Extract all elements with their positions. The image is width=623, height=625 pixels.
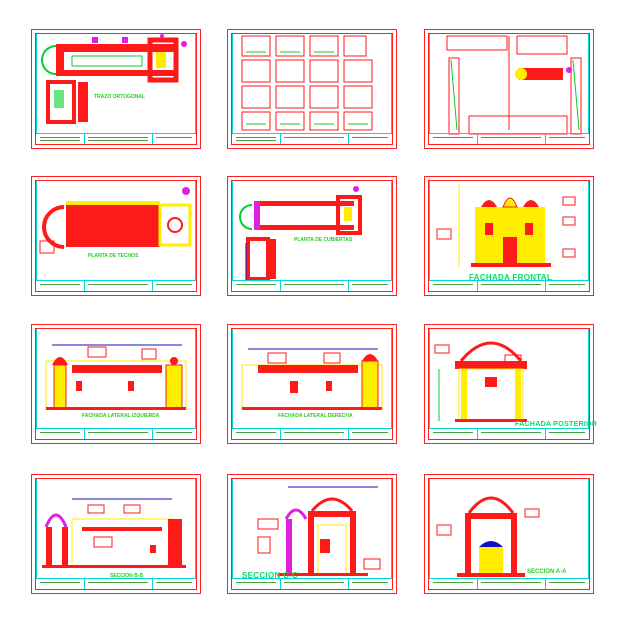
sheet-title: FACHADA LATERAL DERECHA [278,413,353,419]
sheet-border [35,33,197,145]
drawing-sheet-10[interactable]: SECCION B-B [31,474,201,594]
detail-grid-drawing [241,35,373,131]
title-block [36,428,196,439]
drawing-frame [232,181,392,281]
drawing-sheet-11[interactable]: SECCION C-C [227,474,397,594]
rear-facade-drawing [434,341,527,422]
sheet-border [231,33,393,145]
sheet-title: SECCION C-C [242,571,299,580]
drawing-frame [36,34,196,134]
drawing-sheet-4[interactable]: PLANTA DE TECHOS [31,176,201,296]
front-facade-drawing [436,185,576,267]
title-block [36,578,196,589]
section-aa-drawing [436,496,540,577]
sheet-title: SECCION B-B [110,573,144,579]
title-block [429,578,589,589]
title-block [232,133,392,144]
drawing-frame [429,479,589,579]
drawing-sheet-6[interactable]: FACHADA FRONTAL [424,176,594,296]
drawing-sheet-2[interactable] [227,29,397,149]
drawing-frame [36,479,196,579]
floor-plan-drawing-2 [239,186,362,281]
drawing-sheet-8[interactable]: FACHADA LATERAL DERECHA [227,324,397,444]
drawing-sheet-7[interactable]: FACHADA LATERAL IZQUIERDA [31,324,201,444]
site-plan-drawing [446,35,582,135]
title-block [429,280,589,291]
right-facade-drawing [241,348,383,410]
drawing-frame [36,181,196,281]
sheet-border [231,478,393,590]
sheet-title: FACHADA FRONTAL [469,273,553,282]
section-bb-drawing [42,498,186,568]
drawing-frame [232,479,392,579]
sheet-title: SECCION A-A [527,569,567,575]
sheet-title: PLANTA DE CUBIERTAS [294,237,353,243]
roof-plan-drawing [39,187,192,254]
drawing-frame [429,34,589,134]
sheet-border [428,478,590,590]
drawing-sheet-9[interactable]: FACHADA POSTERIOR [424,324,598,444]
floor-plan-drawing [41,34,187,124]
sheet-border [428,180,590,292]
title-block [232,578,392,589]
sheet-title: PLANTA DE TECHOS [88,253,139,259]
title-block [429,428,589,439]
title-block [36,133,196,144]
drawing-frame [36,329,196,429]
drawing-sheet-5[interactable]: PLANTA DE CUBIERTAS [227,176,397,296]
sheet-title: TRAZO ORTOGONAL [94,94,146,100]
sheet-border [35,180,197,292]
sheet-border [231,180,393,292]
section-cc-drawing [257,486,381,576]
drawing-frame [429,329,589,429]
drawing-sheet-3[interactable] [424,29,594,149]
title-block [232,280,392,291]
sheet-border [428,328,590,440]
sheet-title: FACHADA LATERAL IZQUIERDA [82,413,160,419]
drawing-sheet-12[interactable]: SECCION A-A [424,474,594,594]
sheet-border [35,328,197,440]
title-block [429,133,589,144]
drawing-frame [429,181,589,281]
left-facade-drawing [45,344,187,410]
drawing-frame [232,34,392,134]
sheet-title: FACHADA POSTERIOR [515,421,598,428]
sheet-border [35,478,197,590]
title-block [36,280,196,291]
drawing-sheet-1[interactable]: TRAZO ORTOGONAL [31,29,201,149]
drawing-frame [232,329,392,429]
sheet-border [428,33,590,145]
sheet-border [231,328,393,440]
title-block [232,428,392,439]
